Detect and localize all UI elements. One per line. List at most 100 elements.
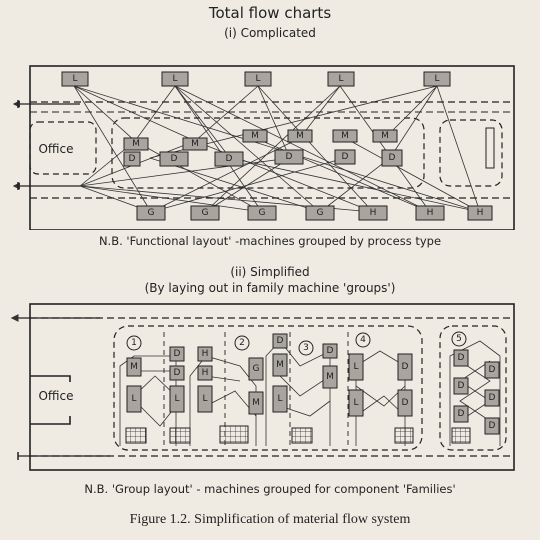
machine-drilling-label: D bbox=[129, 154, 136, 164]
machine-drilling-label: D bbox=[226, 154, 233, 164]
machine-grinding-label: G bbox=[259, 208, 266, 218]
machine-milling-label: M bbox=[191, 139, 199, 149]
machine-lathe bbox=[272, 385, 288, 413]
office-label: Office bbox=[38, 142, 73, 156]
office-walls bbox=[30, 375, 71, 425]
machine-hobbing-label: H bbox=[370, 208, 377, 218]
machine-milling bbox=[242, 129, 268, 143]
machine-lathe-label: L bbox=[353, 398, 358, 408]
machine-hobbing bbox=[467, 205, 493, 221]
machine-drilling bbox=[274, 149, 304, 165]
machine-lathe bbox=[327, 71, 355, 87]
machine-drilling-label: D bbox=[402, 362, 409, 372]
group-number: 5 bbox=[456, 334, 462, 344]
machine-drilling bbox=[272, 333, 288, 349]
machine-lathe-label: L bbox=[277, 394, 282, 404]
machine-drilling bbox=[397, 389, 413, 417]
page-title: Total flow charts bbox=[208, 4, 332, 22]
machine-drilling-label: D bbox=[458, 381, 465, 391]
machine-drilling bbox=[453, 377, 469, 395]
group-number: 2 bbox=[239, 338, 245, 348]
machine-milling bbox=[287, 129, 313, 143]
grinding-row: G G G G H H H bbox=[136, 205, 493, 221]
machine-drilling-label: D bbox=[458, 353, 465, 363]
group-numbers: 1 2 3 4 5 bbox=[126, 331, 467, 356]
machine-drilling-label: D bbox=[171, 154, 178, 164]
machine-lathe bbox=[244, 71, 272, 87]
machine-drilling bbox=[397, 353, 413, 381]
machine-drilling bbox=[322, 343, 338, 359]
machine-lathe-label: L bbox=[172, 74, 177, 84]
machine-hobbing-label: H bbox=[202, 368, 209, 378]
subtitle-complicated: (i) Complicated bbox=[224, 26, 316, 40]
machine-milling-label: M bbox=[381, 131, 389, 141]
bench-grid bbox=[291, 427, 313, 444]
milling-row: M M M M M M bbox=[123, 129, 398, 151]
group-layout-diagram: Office 1 2 3 4 5 bbox=[10, 303, 515, 471]
machine-grinding bbox=[190, 205, 220, 221]
machine-hobbing bbox=[358, 205, 388, 221]
machine-lathe-label: L bbox=[255, 74, 260, 84]
machine-milling bbox=[248, 391, 264, 415]
machine-drilling bbox=[159, 151, 189, 167]
machine-lathe bbox=[348, 389, 364, 417]
machine-drilling bbox=[123, 151, 141, 167]
machine-hobbing bbox=[197, 365, 213, 381]
machine-drilling bbox=[334, 149, 356, 165]
bench-grid bbox=[169, 427, 191, 444]
office-area bbox=[29, 121, 97, 175]
group-5-machines: D D D D D D bbox=[451, 349, 500, 444]
machine-lathe-label: L bbox=[202, 394, 207, 404]
machine-lathe-label: L bbox=[338, 74, 343, 84]
machine-grinding bbox=[305, 205, 335, 221]
office-label: Office bbox=[38, 389, 73, 403]
machine-drilling bbox=[214, 151, 244, 167]
machine-milling-label: M bbox=[341, 131, 349, 141]
machine-hobbing-label: H bbox=[427, 208, 434, 218]
machine-milling bbox=[272, 353, 288, 377]
machine-milling-label: M bbox=[296, 131, 304, 141]
building-outline bbox=[29, 65, 515, 230]
machine-grinding bbox=[136, 205, 166, 221]
machine-drilling bbox=[381, 149, 403, 167]
bench-grid bbox=[219, 425, 249, 444]
machine-milling bbox=[372, 129, 398, 143]
group-3-machines: D D M M L bbox=[272, 333, 338, 444]
group-layout-note: N.B. 'Group layout' - machines grouped f… bbox=[84, 482, 456, 496]
machine-drilling bbox=[453, 349, 469, 367]
machine-drilling-label: D bbox=[389, 153, 396, 163]
machine-lathe bbox=[126, 385, 142, 413]
machine-hobbing-label: H bbox=[202, 349, 209, 359]
building-outline bbox=[29, 303, 515, 471]
flow-lines bbox=[73, 85, 481, 213]
machine-lathe bbox=[348, 353, 364, 381]
groups-zone bbox=[113, 325, 423, 451]
machine-lathe bbox=[423, 71, 451, 87]
machine-drilling-label: D bbox=[277, 336, 284, 346]
machine-lathe-label: L bbox=[131, 394, 136, 404]
machine-drilling-label: D bbox=[174, 368, 181, 378]
group-1-machines: D M L D L bbox=[125, 346, 191, 444]
machine-milling bbox=[123, 137, 149, 151]
functional-layout-diagram: Office bbox=[12, 65, 515, 230]
machine-grinding bbox=[247, 205, 277, 221]
machine-milling-label: M bbox=[326, 372, 334, 382]
machine-lathe bbox=[169, 385, 185, 413]
group5-zone bbox=[439, 325, 507, 451]
machine-milling-label: M bbox=[252, 398, 260, 408]
machine-grinding-label: G bbox=[202, 208, 209, 218]
machine-drilling bbox=[484, 361, 500, 379]
machine-grinding-label: G bbox=[148, 208, 155, 218]
machine-drilling-label: D bbox=[327, 346, 334, 356]
machine-drilling-label: D bbox=[458, 409, 465, 419]
machine-milling bbox=[322, 365, 338, 389]
machine-hobbing bbox=[197, 346, 213, 362]
group-number: 3 bbox=[303, 343, 309, 353]
machine-drilling bbox=[169, 346, 185, 362]
machine-milling-label: M bbox=[251, 131, 259, 141]
machine-drilling bbox=[169, 365, 185, 381]
machine-milling bbox=[126, 357, 142, 377]
machine-drilling-label: D bbox=[174, 349, 181, 359]
machine-lathe-label: L bbox=[353, 362, 358, 372]
machine-grinding-label: G bbox=[253, 364, 260, 374]
